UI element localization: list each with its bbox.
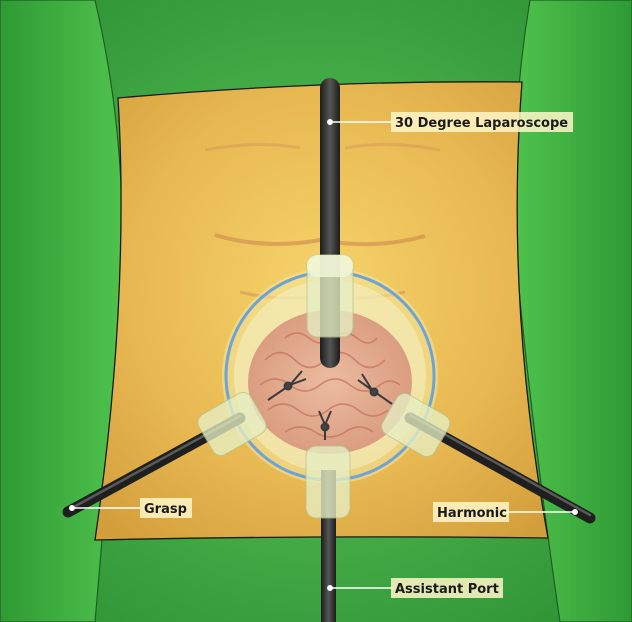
harmonic-label-text: Harmonic (437, 506, 507, 521)
label-harmonic: Harmonic (433, 502, 509, 522)
laparoscope-label-text: 30 Degree Laparoscope (395, 116, 568, 131)
label-laparoscope: 30 Degree Laparoscope (391, 112, 573, 132)
label-grasp: Grasp (140, 498, 192, 518)
assistant-port-label-text: Assistant Port (395, 582, 499, 597)
label-assistant-port: Assistant Port (391, 578, 503, 598)
laparoscope-trocar (307, 255, 353, 337)
assistant-trocar (306, 446, 350, 518)
grasp-label-text: Grasp (144, 502, 187, 517)
